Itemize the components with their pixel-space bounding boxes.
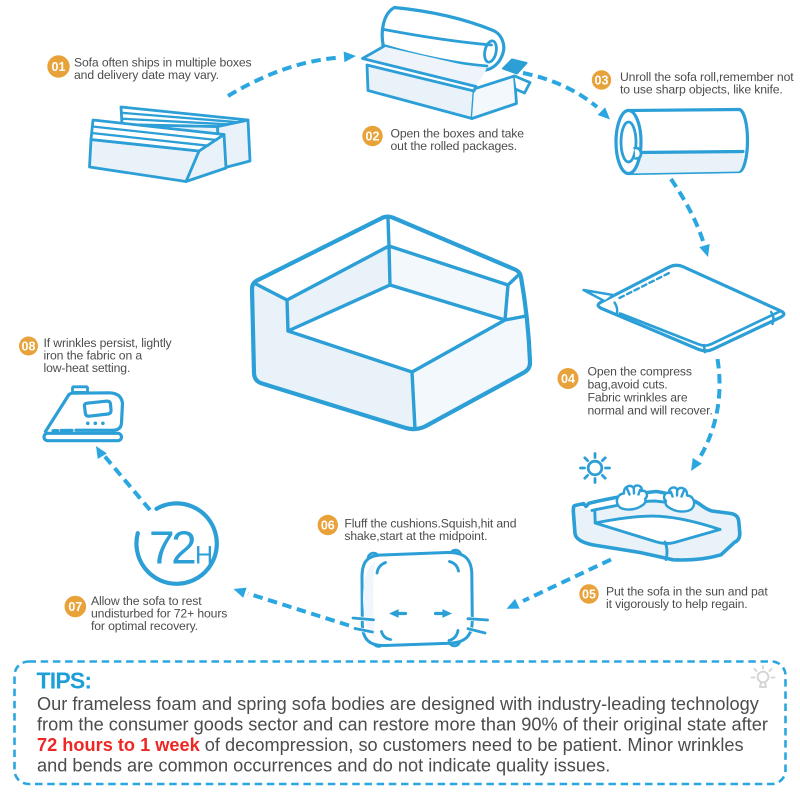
svg-text:undisturbed for 72+ hours: undisturbed for 72+ hours <box>91 607 227 621</box>
svg-text:and bends are common occurrenc: and bends are common occurrences and do … <box>37 756 610 776</box>
svg-text:Our frameless foam and spring: Our frameless foam and spring sofa bodie… <box>37 694 760 714</box>
svg-text:Fabric wrinkles are: Fabric wrinkles are <box>588 391 688 405</box>
svg-text:07: 07 <box>68 600 82 614</box>
svg-text:from the consumer goods sector: from the consumer goods sector and can r… <box>37 715 768 735</box>
svg-text:TIPS:: TIPS: <box>37 668 92 694</box>
svg-text:If wrinkles persist, lightly: If wrinkles persist, lightly <box>44 336 173 350</box>
svg-text:03: 03 <box>595 73 609 87</box>
svg-text:04: 04 <box>561 372 575 386</box>
svg-text:Open the boxes and take: Open the boxes and take <box>391 127 525 141</box>
svg-text:low-heat setting.: low-heat setting. <box>44 361 131 375</box>
svg-text:Unroll the sofa roll,remember: Unroll the sofa roll,remember not <box>620 70 794 84</box>
svg-text:Put the sofa in the sun and pa: Put the sofa in the sun and pat <box>606 585 768 599</box>
svg-text:normal and will recover.: normal and will recover. <box>588 403 713 417</box>
svg-text:bag,avoid cuts.: bag,avoid cuts. <box>588 378 668 392</box>
svg-text:02: 02 <box>366 129 380 143</box>
svg-text:H: H <box>195 542 213 570</box>
svg-text:it vigorously to help regain.: it vigorously to help regain. <box>606 597 748 611</box>
svg-text:Sofa often ships in multiple b: Sofa often ships in multiple boxes <box>74 56 252 70</box>
svg-text:08: 08 <box>22 339 36 353</box>
svg-text:72 hours to 1 week of decompre: 72 hours to 1 week of decompression, so … <box>37 735 744 755</box>
svg-text:01: 01 <box>52 60 66 74</box>
svg-text:72: 72 <box>149 522 195 574</box>
svg-text:for optimal recovery.: for optimal recovery. <box>91 619 198 633</box>
svg-text:out the rolled packages.: out the rolled packages. <box>391 139 518 153</box>
svg-text:iron the fabric on a: iron the fabric on a <box>44 349 143 363</box>
svg-text:shake,start at the midpoint.: shake,start at the midpoint. <box>344 529 487 543</box>
svg-text:05: 05 <box>582 587 596 601</box>
svg-text:06: 06 <box>321 518 335 532</box>
svg-text:and delivery date may vary.: and delivery date may vary. <box>74 68 219 82</box>
svg-text:Open the compress: Open the compress <box>588 365 692 379</box>
svg-text:to use sharp objects, like kni: to use sharp objects, like knife. <box>620 83 783 97</box>
svg-text:Allow the sofa to rest: Allow the sofa to rest <box>91 594 202 608</box>
svg-text:Fluff the cushions.Squish,hit: Fluff the cushions.Squish,hit and <box>344 516 516 530</box>
